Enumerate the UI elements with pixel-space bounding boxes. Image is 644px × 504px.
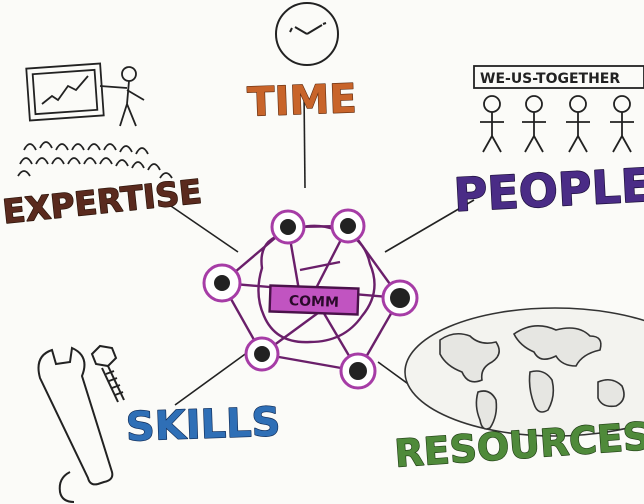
tools-icon [37, 344, 125, 503]
hub-network: COMM [202, 208, 419, 390]
hub-ring [257, 224, 376, 344]
expertise-label: EXPERTISE [1, 172, 204, 232]
hub-node [339, 352, 377, 390]
connector-expertise [167, 203, 239, 253]
team-icon [473, 65, 644, 153]
world-map-icon [404, 307, 644, 437]
skills-label: SKILLS [125, 399, 281, 450]
people-banner-text: WE-US-TOGETHER [480, 71, 620, 87]
connector-people [384, 199, 475, 253]
hub-node [202, 263, 242, 303]
center-label: COMM [289, 293, 340, 311]
connector-skills [174, 351, 249, 406]
clock-icon [275, 2, 339, 66]
resources-label: RESOURCES [393, 414, 644, 476]
center-box: COMM [268, 284, 360, 316]
connector-time [303, 91, 306, 189]
hub-node [330, 208, 366, 244]
stick-figure [522, 95, 546, 153]
time-label: TIME [247, 76, 358, 126]
people-label: PEOPLE [452, 158, 644, 222]
stick-figure [610, 95, 634, 153]
hub-node [381, 279, 419, 317]
stick-figure [480, 95, 504, 153]
stick-figure [566, 95, 590, 153]
hub-node [244, 336, 280, 372]
hub-node [270, 209, 306, 245]
presentation-icon [17, 62, 173, 179]
